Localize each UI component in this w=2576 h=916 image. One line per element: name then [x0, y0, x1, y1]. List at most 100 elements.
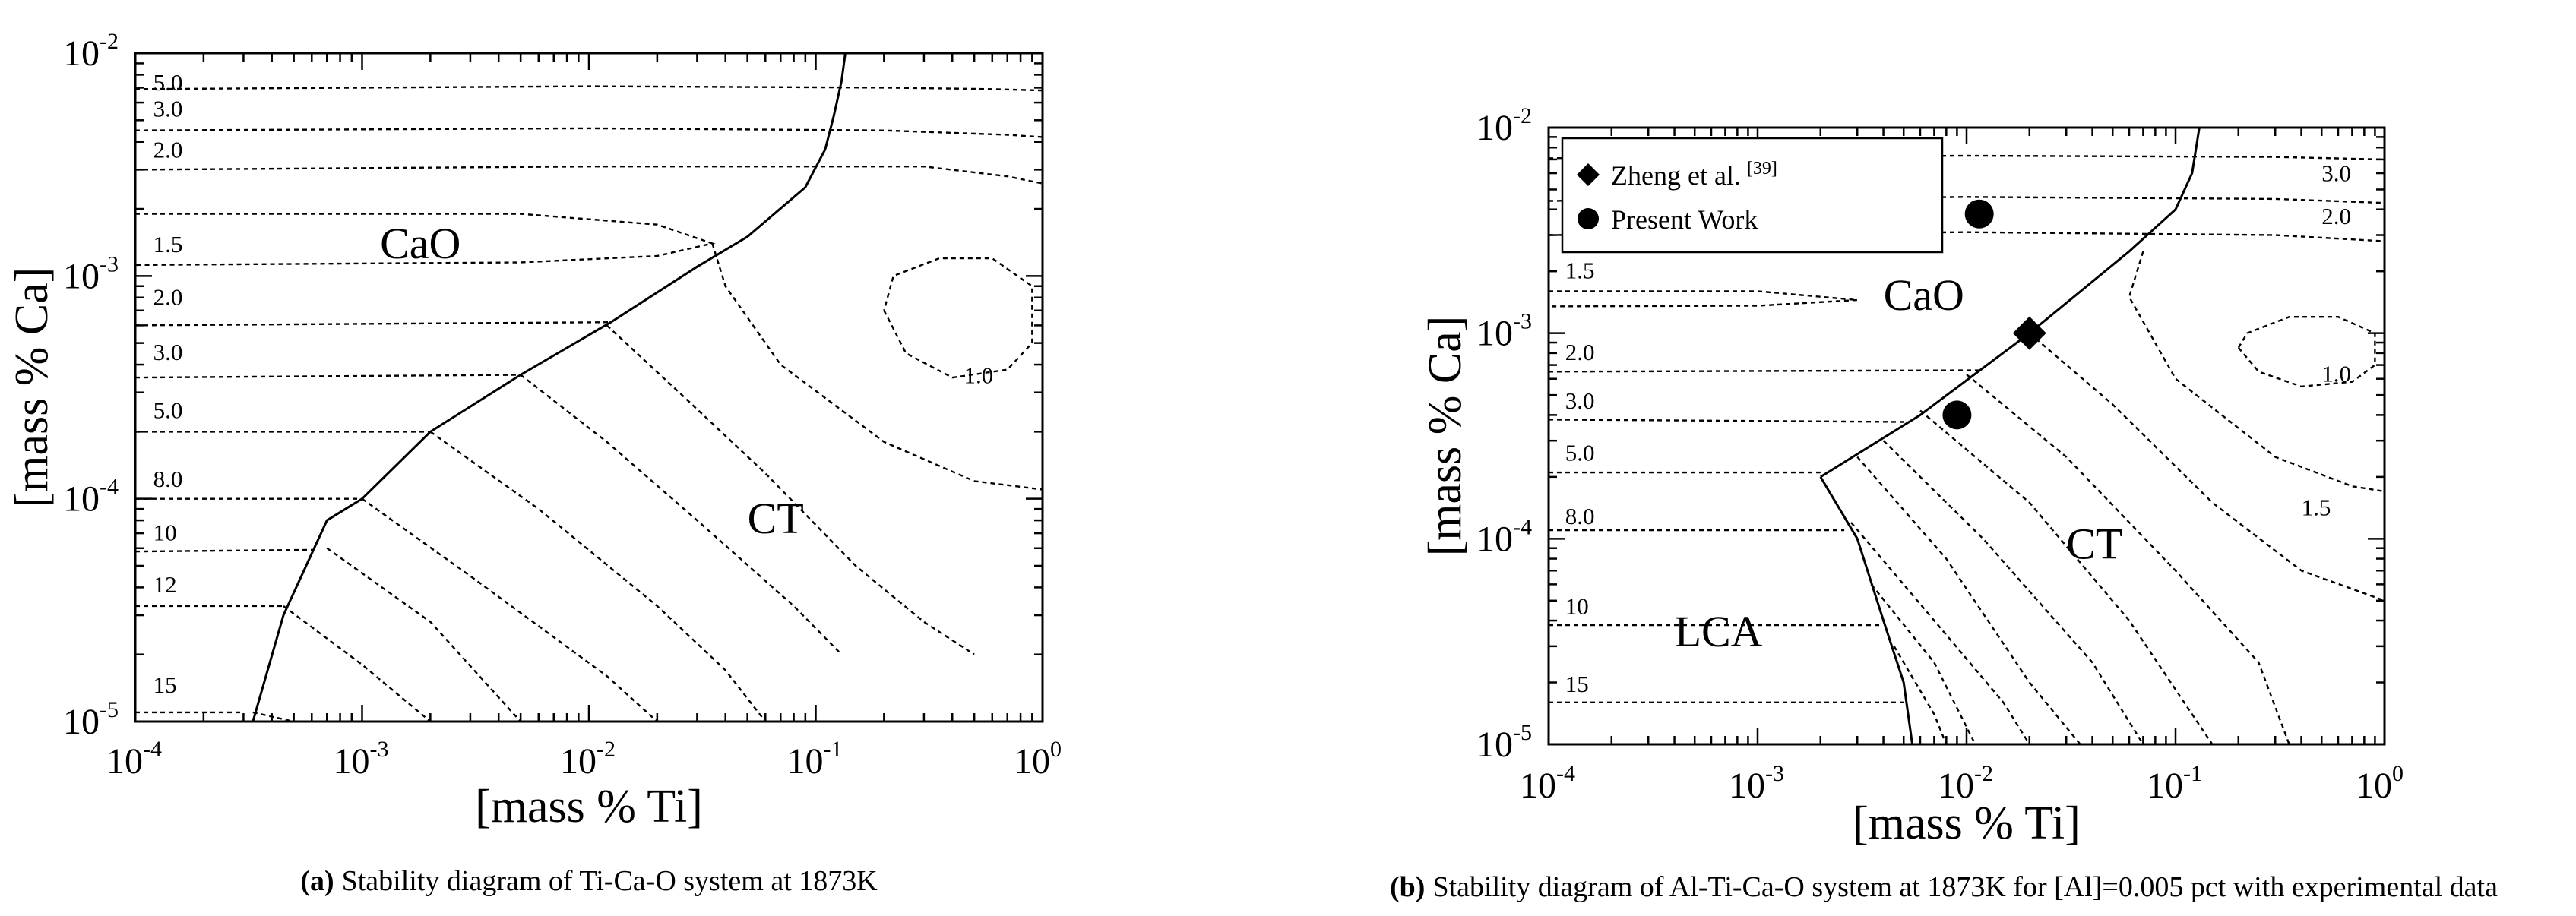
isoline: [326, 547, 521, 722]
tick-base: 10: [1938, 766, 1974, 806]
tick-base: 10: [63, 479, 100, 520]
isoline: [1870, 583, 1976, 744]
legend: Zheng et al.[39]Present Work: [1561, 137, 1944, 254]
tick-base: 10: [2356, 766, 2392, 806]
x-axis-label: [mass % Ti]: [475, 781, 703, 832]
isoline: [135, 127, 1043, 138]
isoline: [1966, 374, 2290, 744]
x-tick-label: 100: [1014, 737, 1062, 782]
isoline: [135, 374, 521, 379]
isoline-label: 5.0: [153, 69, 183, 96]
legend-name: Zheng et al.: [1611, 160, 1741, 191]
tick-base: 10: [1476, 519, 1513, 559]
isoline-label: 3.0: [2321, 160, 2351, 186]
x-tick-label: 10-1: [787, 737, 843, 782]
figure-caption: (a)Stability diagram of Ti-Ca-O system a…: [300, 865, 878, 897]
tick-exponent: -4: [1556, 761, 1575, 786]
tick-base: 10: [63, 702, 100, 742]
data-point-circle: [1942, 400, 1972, 430]
tick-base: 10: [2147, 766, 2183, 806]
isoline-label: 15: [1565, 671, 1589, 697]
x-axis-label: [mass % Ti]: [1853, 798, 2081, 849]
tick-exponent: -4: [100, 475, 119, 500]
isoline: [1549, 419, 1904, 423]
region-label: CaO: [1884, 270, 1964, 320]
y-tick-label: 10-2: [63, 29, 119, 74]
y-tick-label: 10-3: [1476, 309, 1532, 354]
isoline-label: 2.0: [2321, 203, 2351, 229]
tick-exponent: -5: [100, 697, 119, 722]
tick-base: 10: [1476, 108, 1513, 148]
legend-box: [1561, 137, 1944, 254]
x-tick-label: 10-2: [1938, 761, 1993, 806]
isoline-label: 1.5: [2302, 494, 2331, 520]
isoline: [606, 324, 975, 655]
tick-base: 10: [334, 741, 370, 782]
isoline: [135, 166, 1043, 185]
legend-marker-circle: [1578, 208, 1599, 229]
y-tick-label: 10-3: [63, 251, 119, 296]
isoline: [711, 243, 1043, 491]
isoline-label: 3.0: [153, 339, 183, 365]
isoline-label: 10: [1565, 593, 1589, 620]
tick-exponent: 0: [1050, 737, 1062, 762]
y-tick-label: 10-4: [63, 475, 119, 520]
isoline-label: 2.0: [1565, 339, 1595, 365]
isoline-label: 3.0: [1565, 387, 1595, 414]
tick-base: 10: [1729, 766, 1765, 806]
phase-boundary: [252, 53, 847, 722]
tick-base: 10: [1014, 741, 1050, 782]
tick-exponent: -3: [100, 251, 119, 276]
x-tick-label: 10-4: [1520, 761, 1575, 806]
isoline-label: 5.0: [1565, 439, 1595, 466]
isoline-label: 2.0: [153, 284, 183, 311]
isoline: [135, 321, 611, 327]
tick-base: 10: [1476, 725, 1513, 765]
caption-tag: (a): [300, 865, 334, 897]
isoline-label: 15: [153, 671, 177, 698]
x-tick-label: 10-3: [1729, 761, 1784, 806]
region-label: CT: [748, 494, 804, 543]
y-tick-label: 10-5: [63, 697, 119, 742]
phase-boundary-secondary: [1819, 476, 1914, 744]
chart-b: 3.02.01.52.03.05.08.010151.51.0CaOCTLCA1…: [1390, 103, 2498, 903]
isoline: [135, 548, 312, 553]
isoline-label: 1.0: [2321, 361, 2351, 387]
tick-exponent: -2: [1513, 103, 1532, 128]
tick-exponent: -1: [824, 737, 843, 762]
tick-exponent: -3: [1513, 309, 1532, 334]
tick-base: 10: [1520, 766, 1556, 806]
isoline: [883, 257, 1033, 379]
isoline-label: 1.5: [153, 231, 183, 257]
isoline: [520, 374, 843, 655]
isoline: [1850, 522, 2030, 744]
y-axis-label: [mass % Ca]: [1419, 316, 1471, 557]
plot-area: [135, 53, 1043, 722]
isoline-label: 2.0: [153, 136, 183, 163]
isoline: [429, 431, 767, 722]
tick-base: 10: [1476, 314, 1513, 354]
x-tick-label: 10-1: [2147, 761, 2202, 806]
y-tick-label: 10-5: [1476, 720, 1532, 765]
caption-tag: (b): [1390, 871, 1425, 903]
isoline: [1549, 369, 1983, 373]
x-tick-label: 10-2: [560, 737, 616, 782]
isoline-label: 3.0: [153, 95, 183, 122]
tick-base: 10: [63, 33, 100, 74]
x-tick-label: 10-4: [106, 737, 162, 782]
tick-exponent: -2: [1974, 761, 1993, 786]
isoline: [283, 605, 432, 722]
isoline-label: 12: [153, 571, 177, 598]
region-label: CT: [2066, 520, 2122, 569]
isoline-label: 10: [153, 520, 177, 546]
tick-exponent: -2: [597, 737, 616, 762]
x-tick-label: 10-3: [334, 737, 389, 782]
legend-label: Zheng et al.[39]: [1611, 159, 1777, 191]
isoline-label: 1.5: [1565, 257, 1595, 283]
chart-a: 5.03.02.01.52.03.05.08.01012151.0CaOCT10…: [6, 29, 1062, 897]
tick-exponent: -4: [1513, 514, 1532, 539]
phase-boundary: [1820, 128, 2201, 479]
isoline: [1919, 409, 2214, 744]
tick-exponent: 0: [2392, 761, 2404, 786]
isoline-label: 8.0: [1565, 503, 1595, 529]
